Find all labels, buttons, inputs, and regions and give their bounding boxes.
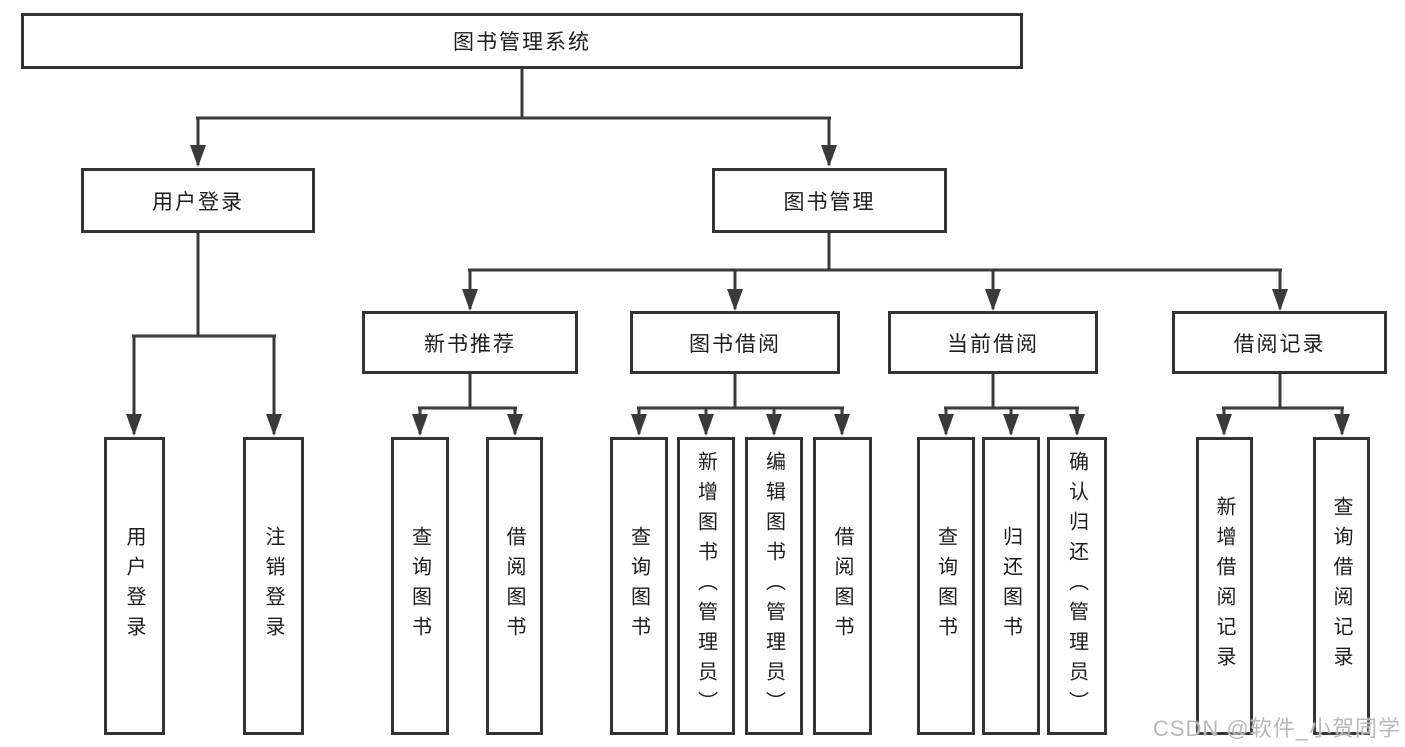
leaf-user-login: 用户登录 <box>104 437 165 735</box>
leaf-confirm-return-admin: 确认归还（管理员） <box>1047 437 1107 735</box>
leaf-query-borrow-record: 查询借阅记录 <box>1313 437 1370 735</box>
node-book-borrowing: 图书借阅 <box>630 311 840 374</box>
node-borrowing-records: 借阅记录 <box>1172 311 1387 374</box>
node-library-management-system: 图书管理系统 <box>21 13 1023 69</box>
leaf-query-books-current: 查询图书 <box>917 437 975 735</box>
leaf-query-books-borrow: 查询图书 <box>610 437 668 735</box>
leaf-return-book: 归还图书 <box>982 437 1040 735</box>
leaf-borrow-books-recommend: 借阅图书 <box>486 437 543 735</box>
leaf-logout: 注销登录 <box>243 437 304 735</box>
leaf-query-books-recommend: 查询图书 <box>391 437 449 735</box>
leaf-add-book-admin: 新增图书（管理员） <box>677 437 735 735</box>
node-new-book-recommendation: 新书推荐 <box>362 311 578 374</box>
leaf-edit-book-admin: 编辑图书（管理员） <box>745 437 803 735</box>
node-current-borrowing: 当前借阅 <box>888 311 1098 374</box>
node-book-management: 图书管理 <box>712 168 947 233</box>
leaf-add-borrow-record: 新增借阅记录 <box>1196 437 1253 735</box>
leaf-borrow-books: 借阅图书 <box>813 437 872 735</box>
node-user-login: 用户登录 <box>81 168 315 233</box>
